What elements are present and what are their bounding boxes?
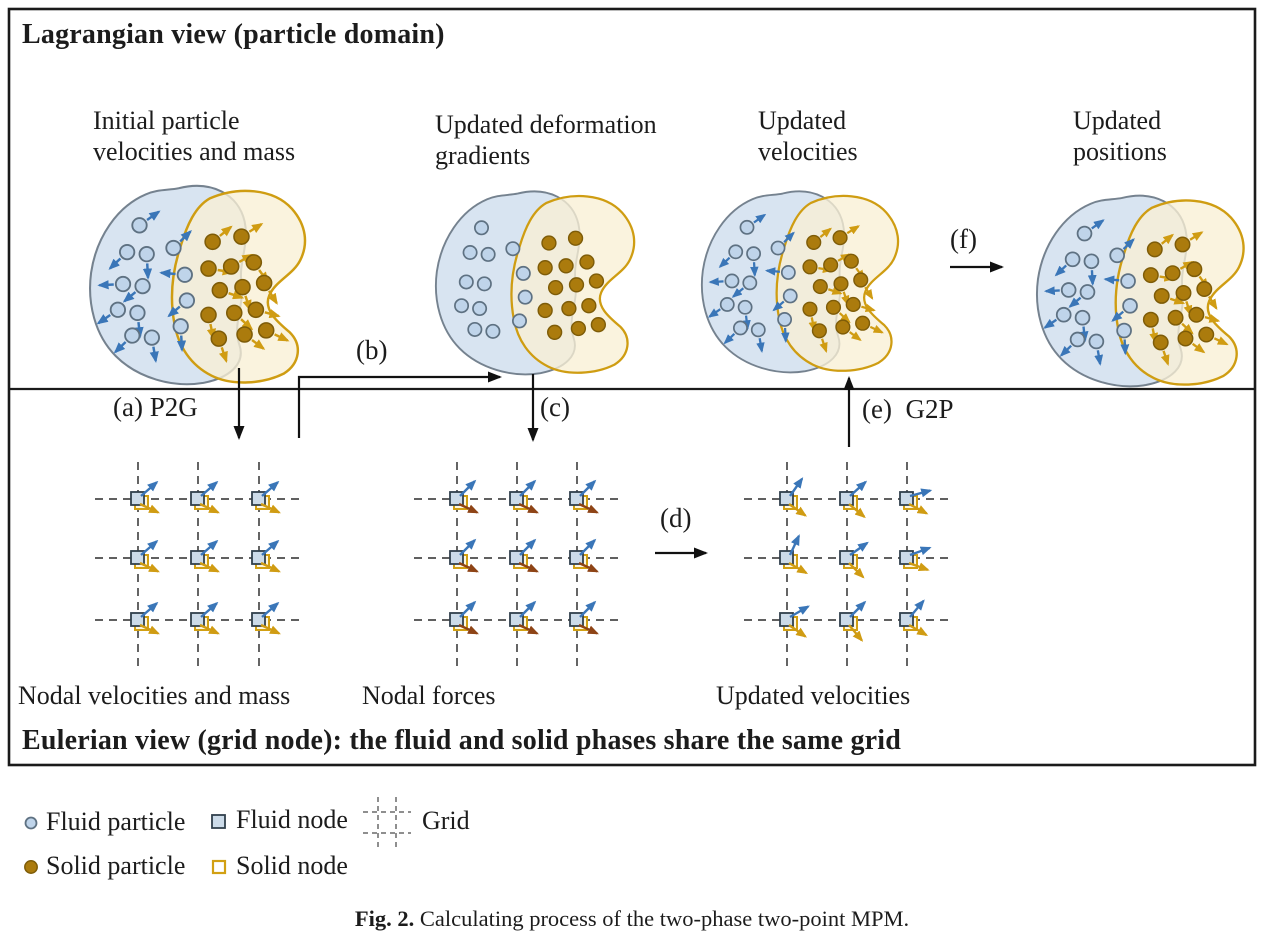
grid-nodal-velocities xyxy=(95,462,300,668)
grid-label-updated-velocities: Updated velocities xyxy=(716,681,911,710)
diagram-draw-layer xyxy=(89,184,1245,668)
legend-solid-node-label: Solid node xyxy=(236,851,348,880)
step-e-g2p-label: (e) G2P xyxy=(862,394,954,424)
caption-prefix: Fig. 2. xyxy=(354,906,415,931)
step-c-label: (c) xyxy=(540,392,570,422)
legend-solid-particle-label: Solid particle xyxy=(46,851,186,880)
particle-domain-deformation xyxy=(434,190,636,376)
legend-fluid-node-label: Fluid node xyxy=(236,805,348,834)
legend-fluid-particle-label: Fluid particle xyxy=(46,807,186,836)
grid-icon xyxy=(363,797,411,849)
figure-caption: Fig. 2. Calculating process of the two-p… xyxy=(0,906,1264,932)
figure-frame xyxy=(7,7,1257,767)
eulerian-view-title: Eulerian view (grid node): the fluid and… xyxy=(22,725,902,756)
stage-label-updated-velocities: Updated velocities xyxy=(758,106,858,166)
stage-label-deformation-gradients: Updated deformation gradients xyxy=(435,110,657,170)
solid-node-icon xyxy=(211,859,227,875)
step-f-label: (f) xyxy=(950,224,977,254)
step-arrow-b xyxy=(297,371,502,438)
particle-domain-initial xyxy=(89,184,307,386)
fluid-node-icon xyxy=(211,814,226,829)
step-b-label: (b) xyxy=(356,335,388,365)
fluid-particle-icon xyxy=(24,816,38,830)
step-d-label: (d) xyxy=(660,503,692,533)
particle-domain-updated-velocities xyxy=(700,190,900,374)
grid-nodal-forces xyxy=(414,462,620,668)
grid-label-nodal-forces: Nodal forces xyxy=(362,681,496,710)
legend-icons xyxy=(24,797,411,875)
legend-grid-label: Grid xyxy=(422,806,470,835)
grid-label-nodal-velocities: Nodal velocities and mass xyxy=(18,681,291,710)
step-a-p2g-label: (a) P2G xyxy=(113,392,198,422)
lagrangian-view-title: Lagrangian view (particle domain) xyxy=(22,19,445,50)
grid-updated-velocities xyxy=(744,462,950,668)
caption-text: Calculating process of the two-phase two… xyxy=(419,906,910,931)
stage-label-updated-positions: Updated positions xyxy=(1073,106,1167,166)
solid-particle-icon xyxy=(24,860,38,874)
particle-domain-updated-positions xyxy=(1036,194,1245,388)
stage-label-initial-particle: Initial particle velocities and mass xyxy=(93,106,296,166)
